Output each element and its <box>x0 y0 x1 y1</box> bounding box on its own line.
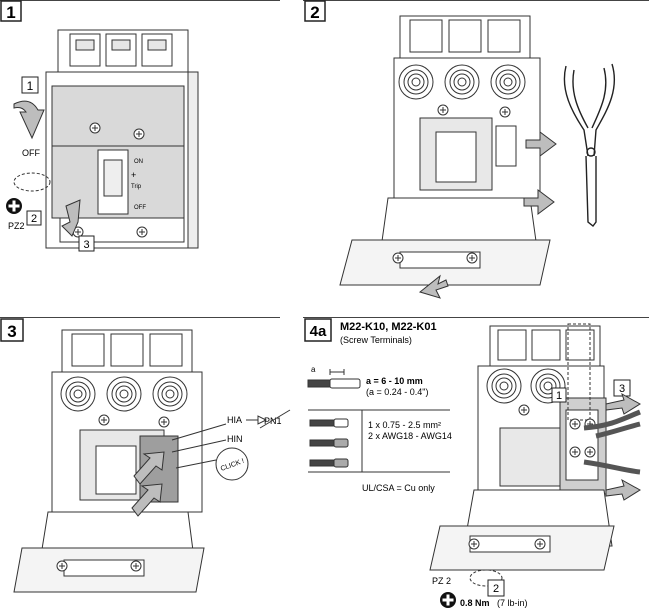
phillips-icon <box>6 198 22 214</box>
panel-3: 3 HIA PN1 HIN <box>0 318 291 593</box>
torque-phillips-icon <box>440 592 456 608</box>
callout-3-box <box>78 235 95 252</box>
insert-arrow-upper <box>133 451 165 485</box>
step-2-label: 2 <box>310 3 319 22</box>
remove-arrow-upper <box>525 131 557 157</box>
panel-2: 2 <box>304 0 616 299</box>
step-1-label: 1 <box>6 3 15 22</box>
torque-lbin: (7 lb-in) <box>497 598 528 608</box>
torque-rotation <box>469 569 503 587</box>
panel-dividers <box>0 0 649 318</box>
aux-contact-title: M22-K10, M22-K01 <box>340 321 437 333</box>
step-1-box <box>0 0 22 22</box>
hin-leader <box>171 439 227 453</box>
wire-arrow-upper <box>605 392 641 415</box>
breaker-body-4 <box>429 323 615 571</box>
click-bubble <box>215 447 249 481</box>
wire-arrow-lower <box>605 478 641 501</box>
wire-icons <box>309 418 349 468</box>
breaker-body-3 <box>13 329 205 593</box>
torque-nm: 0.8 Nm <box>460 598 490 608</box>
callout-2-box <box>26 210 42 226</box>
pliers-icon <box>563 63 616 227</box>
callout-2-label: 2 <box>31 213 37 225</box>
step-3-label: 3 <box>7 322 16 341</box>
step-2-box <box>304 0 326 22</box>
pn1-arrow <box>246 415 268 425</box>
strip-length-mm: a = 6 - 10 mm <box>366 376 423 386</box>
step-4a-label: 4a <box>310 323 327 340</box>
callout-3-label: 3 <box>83 239 89 251</box>
click-leader <box>175 459 217 469</box>
step-3-box <box>0 318 24 342</box>
pz2-label: PZ2 <box>8 221 25 231</box>
wire-table-lines <box>308 409 450 473</box>
breaker-on-label: ON <box>134 159 143 165</box>
callout-1-label: 1 <box>27 79 34 93</box>
strip-length-in: (a = 0.24 - 0.4") <box>366 387 428 397</box>
panel-1: 1 ON + Trip OFF 1 OFF <box>0 0 199 252</box>
rotation-arrow-1 <box>13 172 51 192</box>
breaker-body-2 <box>339 15 551 286</box>
aux-pz2-label: PZ 2 <box>432 576 451 586</box>
pn1-strike <box>259 409 291 429</box>
aux-callout-3-box <box>613 379 631 397</box>
panel-4a: 4a M22-K10, M22-K01 (Screw Terminals) a … <box>304 318 641 608</box>
breaker-trip-label: Trip <box>131 184 142 190</box>
aux-callout-3-label: 3 <box>619 383 625 395</box>
aux-contact-subtitle: (Screw Terminals) <box>340 335 412 345</box>
wire-spec-1: 1 x 0.75 - 2.5 mm² <box>368 420 441 430</box>
hia-leader <box>171 423 227 441</box>
strip-a-label: a <box>311 365 316 374</box>
breaker-plus-label: + <box>131 170 136 180</box>
aux-callout-2-label: 2 <box>493 583 499 595</box>
breaker-off-label: OFF <box>134 205 146 211</box>
strip-length-diagram <box>307 369 361 389</box>
aux-callout-1-box <box>551 387 567 403</box>
pn1-label: PN1 <box>264 416 282 426</box>
wire-spec-2: 2 x AWG18 - AWG14 <box>368 431 452 441</box>
hin-label: HIN <box>227 434 243 444</box>
remove-arrow-lower <box>523 189 555 215</box>
aux-callout-2-box <box>487 579 505 597</box>
cover-arrow <box>61 199 81 237</box>
step-4a-box <box>304 318 332 342</box>
connected-wires <box>583 409 641 475</box>
ul-csa-note: UL/CSA = Cu only <box>362 483 435 493</box>
aux-callout-1-label: 1 <box>556 390 562 402</box>
insert-arrow-lower <box>131 483 163 517</box>
callout-1-box <box>21 76 39 94</box>
off-label: OFF <box>22 148 40 158</box>
hia-label: HIA <box>227 415 242 425</box>
off-arrow <box>13 100 45 140</box>
cover-down-arrow <box>418 274 449 299</box>
